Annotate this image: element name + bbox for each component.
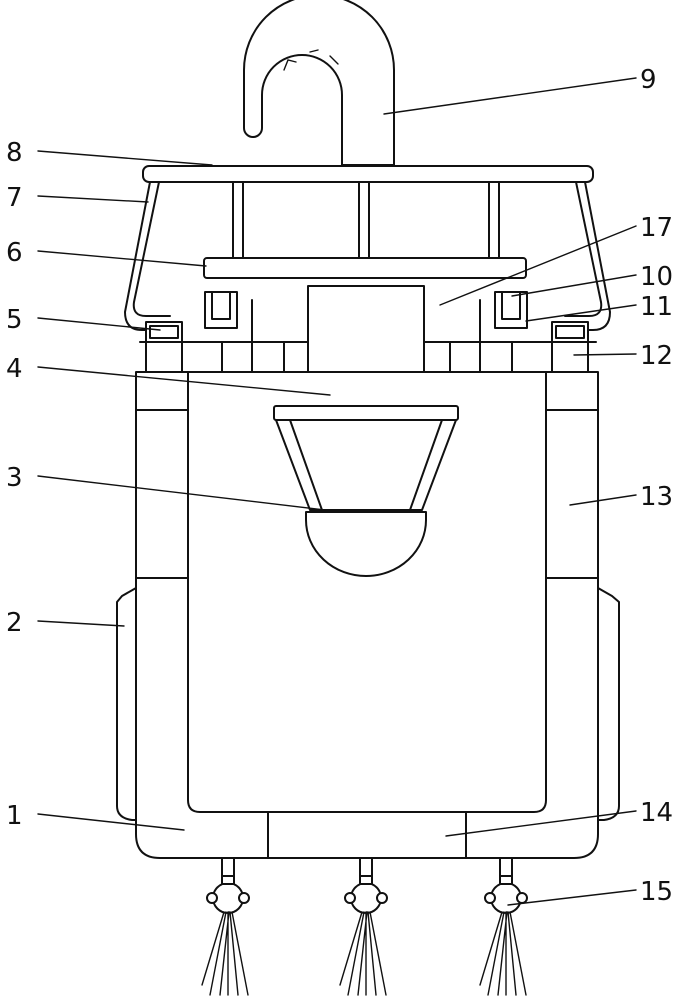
side-guards [124, 181, 611, 331]
funnel-lamp [273, 405, 459, 577]
label-17: 17 [640, 213, 673, 243]
label-9: 9 [640, 65, 657, 95]
support-rods [232, 181, 500, 259]
label-8: 8 [6, 138, 23, 168]
part-labels: 1 2 3 4 5 6 7 8 9 10 11 12 13 14 15 17 [6, 65, 673, 907]
label-13: 13 [640, 482, 673, 512]
side-blocks [145, 321, 589, 373]
bottom-segments [267, 811, 467, 859]
leader-lines [37, 77, 637, 906]
label-3: 3 [6, 463, 23, 493]
middle-plate [203, 257, 527, 279]
label-12: 12 [640, 341, 673, 371]
label-11: 11 [640, 292, 673, 322]
side-rails [135, 409, 599, 579]
label-1: 1 [6, 801, 23, 831]
label-4: 4 [6, 354, 23, 384]
label-5: 5 [6, 305, 23, 335]
label-6: 6 [6, 238, 23, 268]
inner-container [187, 371, 547, 813]
label-14: 14 [640, 798, 673, 828]
label-15: 15 [640, 877, 673, 907]
drain-fittings [201, 857, 528, 996]
label-7: 7 [6, 183, 23, 213]
label-10: 10 [640, 262, 673, 292]
clips [204, 291, 528, 329]
hook [243, 0, 395, 166]
top-plate [142, 165, 594, 183]
label-2: 2 [6, 608, 23, 638]
